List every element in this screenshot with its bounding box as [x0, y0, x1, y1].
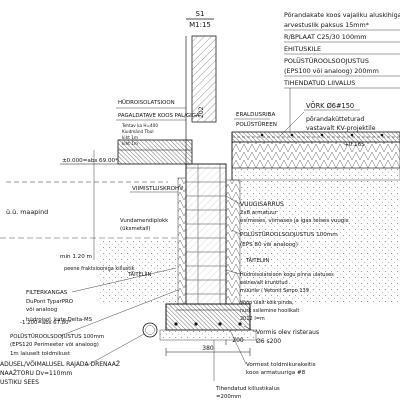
floor-line-4: POLÜSTÜROOLSOOJUSTUS: [284, 56, 369, 65]
eps-floor-insulation: [231, 141, 400, 169]
rebar-title: VUUGISARRUS: [240, 201, 284, 208]
plinth-line5: kiht 1m: [122, 141, 138, 146]
plinth-title: HÜDROISOLATSIOON: [118, 99, 175, 106]
plinth-line1: PAGALDATAVE KOOS PAL/GIGA: [118, 113, 200, 119]
edge-insul-1: ERALDUSRIBA: [236, 112, 275, 118]
drain-pipe: [142, 322, 158, 338]
bars-1: Vormis olev risteraus: [256, 329, 319, 336]
rebar-4: [238, 322, 242, 326]
section-id: S1: [196, 10, 205, 18]
base-label: Tihendatud killustikalus: [215, 386, 280, 392]
plinth-legend: HÜDROISOLATSIOON PAGALDATAVE KOOS PAL/GI…: [116, 99, 200, 146]
block-insul-1: POLÜSTÜROOLSOOJUSTUS 100mm: [240, 231, 338, 238]
plinth-line3: Kiudmänd Tbul: [122, 129, 154, 134]
plinth-line4: kiht 1m: [122, 135, 138, 140]
rebar-1: [174, 322, 178, 326]
floor-line-6: TIHENDATUD LIIVALUS: [283, 79, 355, 87]
floor-line-1: arvestuslik paksus 15mm*: [284, 21, 369, 29]
pipe-1: [260, 133, 264, 137]
drain-3: USTIKU SEES: [0, 379, 39, 386]
dim-sub: 200: [232, 337, 244, 344]
fill-outer: [100, 240, 178, 304]
block-insul-2: (EPS 80 või analoog): [240, 242, 298, 248]
exterior-insulation: [177, 177, 187, 305]
fill-mid: TÄITELIIN: [245, 257, 270, 264]
filter-title: FILTERKANGAS: [26, 290, 68, 296]
floor-line-5: (EPS100 või analoog) 200mm: [284, 67, 379, 75]
sand-bed: [231, 167, 400, 181]
rebar-line1: 2x8 armatuur: [240, 210, 278, 216]
pipe-4: [350, 133, 354, 137]
mesh-title: VÕRK Ø6#150: [306, 101, 354, 110]
mesh-line2: vastavalt KV-projektile: [306, 125, 376, 132]
floor-line-3: EHITUSKILE: [284, 45, 321, 53]
pipe-2: [290, 133, 294, 137]
rebar-3: [218, 322, 222, 326]
plinth-line2: Tehtav ka H=400: [121, 123, 158, 128]
block-1: Vundamendiplokk: [120, 218, 169, 224]
bitumen-1: Hüdroisolatsioon kogu pinna ulatuses: [240, 272, 334, 278]
block-2: (üksmetall): [120, 226, 151, 232]
perim-2: (EPS120 Perimeeter või analoog): [10, 342, 99, 348]
wall-finish: VIIMISTLUSKROHV: [132, 186, 183, 192]
zero-tag: +0.165: [344, 142, 365, 148]
footing: [165, 303, 251, 331]
rebar-2: [194, 322, 198, 326]
section-scale: M1:15: [189, 21, 211, 29]
bottom-bars-1: Vormest toldmikurakeitis: [246, 362, 316, 368]
floor-buildup-legend: Põrandakate koos vajaliku aluskihiga arv…: [283, 11, 400, 132]
slope-2: nurk ssilemine hoolikalt: [240, 308, 299, 314]
gravel-base: [159, 329, 257, 341]
edge-insul-2: POLÜSTÜREEN: [236, 121, 277, 128]
mesh-line1: põrandakütteturad: [306, 116, 364, 123]
fill-left: TÄITELIIN: [127, 271, 152, 278]
ground-line-label: ü.ü. maapind: [6, 208, 48, 216]
dim-footing: 380: [202, 345, 214, 352]
fill-inner: [240, 180, 400, 304]
pipe-3: [320, 133, 324, 137]
dim-top-width: 202: [198, 106, 205, 118]
slope-3: 2012 l=m: [240, 316, 265, 322]
interior-insulation: [225, 179, 241, 305]
drain-pipe-inner: [145, 325, 155, 335]
pipe-5: [380, 133, 384, 137]
zero-level: ±0.000=abs 69.00*: [62, 158, 118, 164]
level-lower: -1.200=abs 67.80*: [20, 320, 72, 326]
filter-line2: või analoog: [26, 307, 57, 313]
filter-line1: DuPont TyparPRO: [26, 299, 73, 305]
plinth-band: [117, 139, 193, 165]
bitumen-3: müürile / Vetonit Serpo 139: [240, 288, 309, 294]
membrane: hüdroisol. kate Delta-MS: [26, 317, 93, 323]
floor-line-0: Põrandakate koos vajaliku aluskihiga: [284, 11, 400, 19]
drain-2: NAAŽTORU Dv=110mm: [0, 369, 72, 377]
frost-label: peene fraktsiooniga killustik: [64, 266, 135, 272]
perim-3: 1m laiuselt toldmikust: [10, 351, 70, 357]
min-depth: min 1.20 m: [60, 254, 92, 260]
bottom-bars-2: koos armatuuriga #8: [246, 370, 306, 376]
drain-1: ADUSEL/VÕIMALUSEL RAJADA DRENAAŽ: [0, 360, 120, 368]
base-dim: =200mm: [216, 394, 241, 400]
upper-wall: [191, 35, 217, 123]
bitumen-2: eelnevalt kruntitud: [240, 280, 288, 286]
bars-2: Ø6 s200: [256, 338, 281, 345]
rebar-line2: esimeses, viimases ja igas teises vuugis: [240, 218, 349, 224]
slope-1: Võõp ülalt kõik pinda,: [240, 300, 294, 306]
floor-line-2: R/BPLAAT C25/30 100mm: [284, 33, 366, 41]
perim-1: POLÜSTÜROOLSOOJUSTUS 100mm: [10, 333, 104, 340]
block-hatch: [186, 164, 226, 304]
